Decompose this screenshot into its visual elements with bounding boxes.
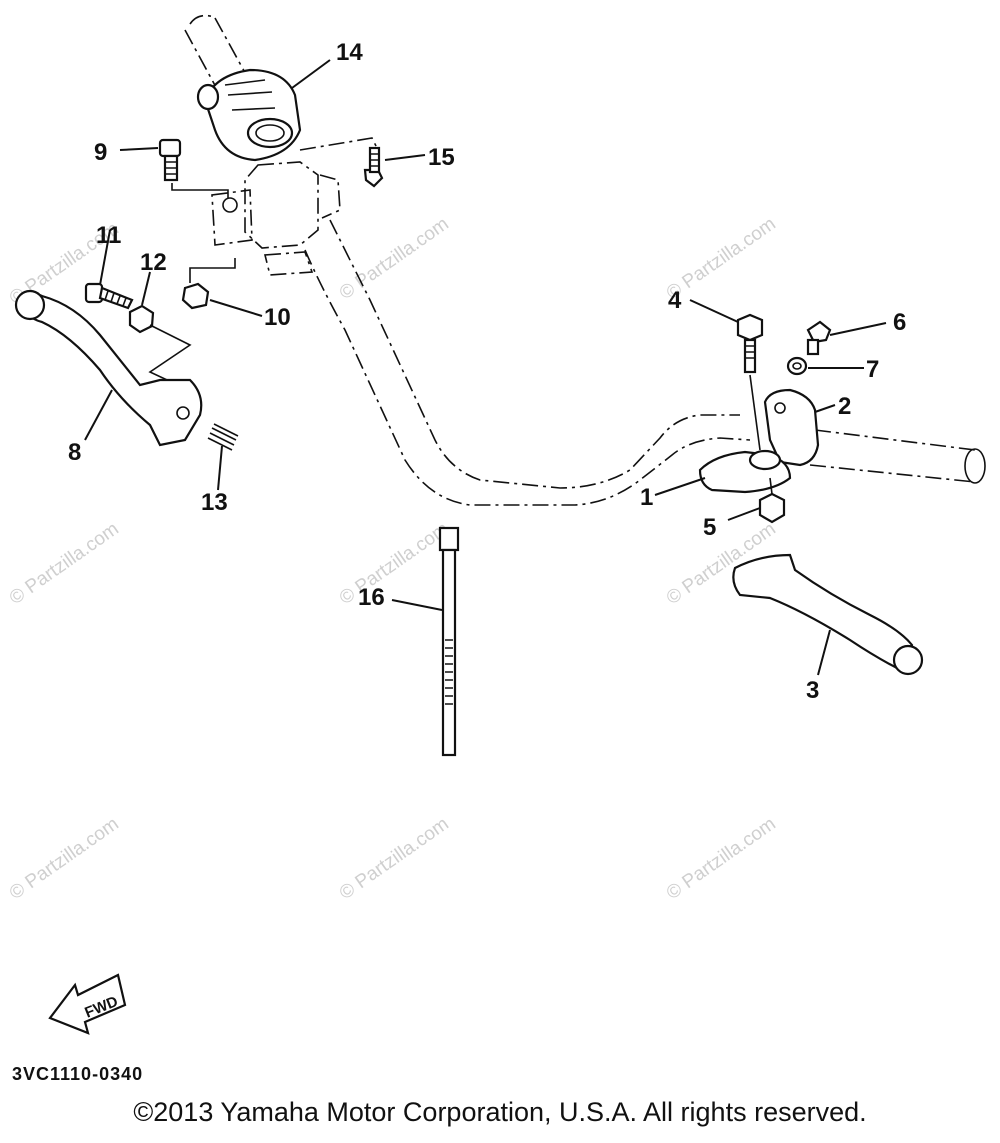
callout-11: 11 [96, 222, 121, 249]
bolt-4 [736, 313, 764, 451]
watermark: © Partzilla.com [336, 518, 453, 609]
leader-lines [84, 59, 887, 676]
clutch-lever-8 [14, 289, 203, 447]
callout-3: 3 [806, 677, 819, 704]
spring-13 [207, 423, 239, 451]
callout-14: 14 [336, 39, 363, 66]
callout-labels: 1 2 3 4 5 6 7 8 9 10 11 12 13 14 15 16 [68, 39, 906, 704]
watermark: © Partzilla.com [6, 813, 123, 904]
watermark: © Partzilla.com [336, 813, 453, 904]
handlebar [184, 14, 986, 506]
callout-10: 10 [264, 304, 291, 331]
bolt-11 [84, 282, 134, 310]
callout-9: 9 [94, 139, 107, 166]
callout-5: 5 [703, 514, 716, 541]
watermark: © Partzilla.com [336, 213, 453, 304]
nut-10 [181, 258, 236, 310]
cable-tie-16 [438, 526, 460, 757]
callout-2: 2 [838, 393, 851, 420]
watermark-group: © Partzilla.com © Partzilla.com © Partzi… [6, 213, 780, 904]
nut-5 [758, 477, 786, 524]
callout-7: 7 [866, 356, 879, 383]
brake-perch [698, 388, 820, 494]
callout-16: 16 [358, 584, 385, 611]
left-perch [211, 161, 341, 276]
diagram-code: 3VC1110-0340 [12, 1064, 144, 1084]
nut-12 [128, 304, 192, 387]
watermark: © Partzilla.com [663, 813, 780, 904]
callout-15: 15 [428, 144, 455, 171]
callout-12: 12 [140, 249, 167, 276]
screw-15 [363, 146, 384, 188]
throttle-housing [196, 68, 302, 162]
fwd-arrow-icon: FWD [48, 973, 127, 1035]
screw-6 [806, 320, 832, 356]
callout-13: 13 [201, 489, 228, 516]
callout-1: 1 [640, 484, 653, 511]
callout-8: 8 [68, 439, 81, 466]
bolt-9 [158, 138, 229, 198]
watermark: © Partzilla.com [6, 518, 123, 609]
callout-4: 4 [668, 287, 682, 314]
washer-7 [786, 356, 808, 376]
copyright-notice: ©2013 Yamaha Motor Corporation, U.S.A. A… [133, 1097, 867, 1127]
callout-6: 6 [893, 309, 906, 336]
brake-lever-3 [732, 553, 924, 676]
